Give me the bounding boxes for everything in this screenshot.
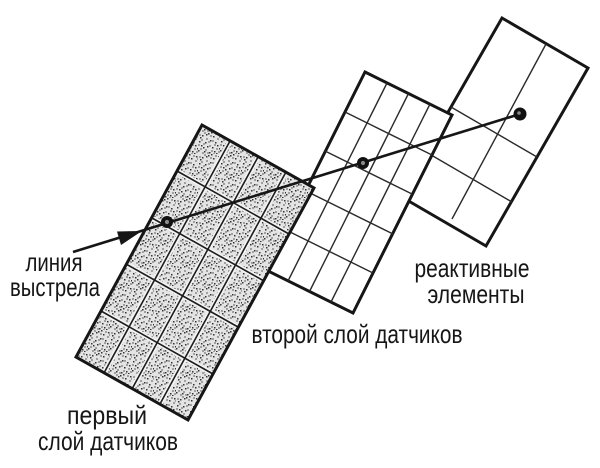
second-sensor-layer-panel <box>263 69 455 316</box>
second-layer-label: второй слой датчиков <box>252 319 463 349</box>
grid-line <box>450 106 538 158</box>
grid-line <box>285 229 374 274</box>
grid-line <box>305 190 394 235</box>
reactive-elements-panel-grid <box>425 43 547 220</box>
hit-marker-core <box>360 160 366 166</box>
grid-line <box>287 82 388 282</box>
grid-line <box>151 217 265 282</box>
hit-marker-core <box>164 219 170 225</box>
hit-marker-3 <box>513 107 527 121</box>
first-sensor-layer-panel <box>73 122 317 423</box>
first-sensor-layer-outline <box>73 122 317 423</box>
grid-line <box>103 140 231 374</box>
grid-line <box>131 156 259 390</box>
second-sensor-layer-grid <box>285 82 433 303</box>
reactive-elements-label-line1: реактивные <box>415 253 530 283</box>
hit-marker-core <box>517 111 521 115</box>
shot-line <box>72 112 521 254</box>
shot-line-label-line1: линия <box>26 247 83 277</box>
hit-marker-1 <box>161 216 173 228</box>
grid-line <box>425 151 513 203</box>
grid-line <box>159 171 287 405</box>
shot-line-label-line2: выстрела <box>10 272 100 302</box>
grid-line <box>125 263 239 328</box>
first-sensor-layer-grid <box>100 140 290 405</box>
shot-line-arrowhead-icon <box>117 231 142 245</box>
first-layer-label-line2: слой датчиков <box>38 426 178 456</box>
grid-line <box>344 111 433 156</box>
hit-marker-2 <box>357 157 369 169</box>
reactive-elements-label-line2: элементы <box>428 279 525 309</box>
grid-line <box>308 93 410 292</box>
grid-line <box>451 43 547 220</box>
grid-line <box>100 310 214 375</box>
labels: линия выстрела первый слой датчиков втор… <box>10 247 530 456</box>
grid-line <box>330 103 431 303</box>
first-layer-label-line1: первый <box>67 400 147 430</box>
grid-line <box>324 150 413 195</box>
shot-line-group <box>72 107 527 254</box>
